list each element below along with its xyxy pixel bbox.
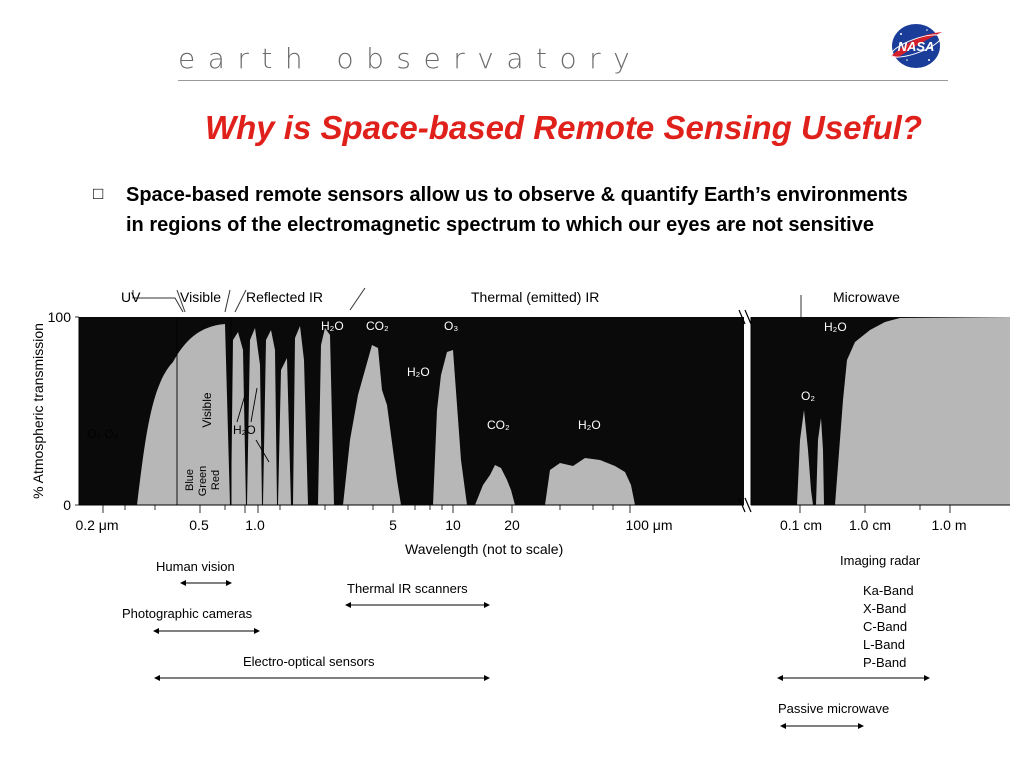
x-tick-100um: 100 μm — [626, 517, 673, 533]
x-tick-0-5: 0.5 — [189, 517, 209, 533]
sensor-passive-microwave: Passive microwave — [778, 701, 889, 716]
label-h2o-near-ir: H₂O — [233, 423, 256, 437]
label-o2-microwave: O₂ — [801, 389, 815, 403]
red-band-label: Red — [210, 470, 222, 490]
x-tick-1-0m: 1.0 m — [931, 517, 966, 533]
band-x: X-Band — [863, 601, 906, 616]
label-co2-1: CO₂ — [366, 319, 389, 333]
atmospheric-transmission-figure: UV Visible Reflected IR Thermal (emitted… — [30, 287, 1010, 729]
header-divider — [178, 80, 948, 81]
x-tick-1-0cm: 1.0 cm — [849, 517, 891, 533]
green-band-label: Green — [197, 466, 209, 497]
band-l: L-Band — [863, 637, 905, 652]
x-tick-0-2um: 0.2 μm — [75, 517, 118, 533]
sensor-electro-optical: Electro-optical sensors — [243, 654, 375, 669]
earth-observatory-header: earth observatory — [178, 42, 643, 75]
x-tick-10: 10 — [445, 517, 461, 533]
transmission-curve-microwave — [835, 317, 1010, 505]
bullet-text: Space-based remote sensors allow us to o… — [126, 184, 908, 236]
slide-title: Why is Space-based Remote Sensing Useful… — [204, 109, 922, 146]
label-h2o-1: H₂O — [321, 319, 344, 333]
x-tick-0-1cm: 0.1 cm — [780, 517, 822, 533]
x-tick-1-0: 1.0 — [245, 517, 265, 533]
y-tick-0: 0 — [63, 497, 71, 513]
region-label-thermal-ir: Thermal (emitted) IR — [471, 289, 599, 305]
bullet-marker: □ — [93, 184, 104, 203]
nasa-logo-icon: NASA — [890, 24, 942, 68]
label-o2-o3: O₂ O₃ — [87, 427, 119, 441]
label-h2o-3: H₂O — [578, 418, 601, 432]
sensor-imaging-radar: Imaging radar — [840, 553, 921, 568]
label-co2-2: CO₂ — [487, 418, 510, 432]
x-tick-20: 20 — [504, 517, 520, 533]
sensor-thermal-ir-scanners: Thermal IR scanners — [347, 581, 468, 596]
region-label-microwave: Microwave — [833, 289, 900, 305]
region-label-reflected-ir: Reflected IR — [246, 289, 323, 305]
sensor-photographic-cameras: Photographic cameras — [122, 606, 253, 621]
region-label-uv: UV — [121, 289, 141, 305]
band-ka: Ka-Band — [863, 583, 914, 598]
label-h2o-2: H₂O — [407, 365, 430, 379]
sensor-human-vision: Human vision — [156, 559, 235, 574]
band-p: P-Band — [863, 655, 906, 670]
blue-band-label: Blue — [184, 469, 196, 491]
visible-band-label: Visible — [200, 392, 214, 427]
transmission-curve-visible — [137, 324, 230, 505]
y-tick-100: 100 — [48, 309, 72, 325]
y-axis-label: % Atmospheric transmission — [30, 323, 46, 499]
x-tick-5: 5 — [389, 517, 397, 533]
nasa-logo-text: NASA — [898, 39, 935, 54]
x-axis-label: Wavelength (not to scale) — [405, 541, 563, 557]
label-o3: O₃ — [444, 319, 458, 333]
region-label-visible: Visible — [180, 289, 221, 305]
band-c: C-Band — [863, 619, 907, 634]
label-h2o-microwave: H₂O — [824, 320, 847, 334]
